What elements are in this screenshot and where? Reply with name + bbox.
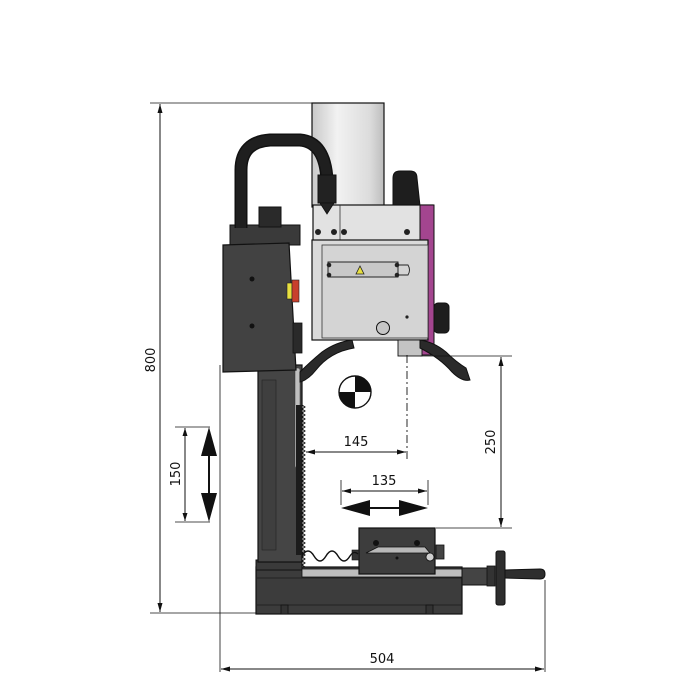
machine: [222, 102, 546, 615]
warning-icon: [355, 265, 365, 275]
emergency-stop-button: [286, 279, 300, 303]
dimension-label-depth: 504: [370, 652, 395, 667]
speed-control-knob: [392, 170, 421, 207]
power-cable: [234, 133, 337, 228]
dimension-label-height: 800: [144, 348, 159, 373]
dimension-label-throat: 145: [344, 435, 369, 450]
dimension-lines: [150, 102, 546, 672]
dimension-label-spindle-to-table: 250: [484, 430, 499, 455]
dimension-label-table-travel: 135: [372, 474, 397, 489]
cross-table: [301, 527, 445, 575]
table-crank-handle: [461, 550, 546, 606]
fine-feed-knob: [433, 302, 450, 334]
machine-column: [257, 364, 306, 568]
feed-handles: [299, 339, 471, 383]
headstock-cover: [311, 239, 429, 357]
control-box: [222, 206, 303, 373]
center-of-gravity-symbol: [338, 375, 372, 409]
dimension-label-headstock-travel: 150: [169, 462, 184, 487]
